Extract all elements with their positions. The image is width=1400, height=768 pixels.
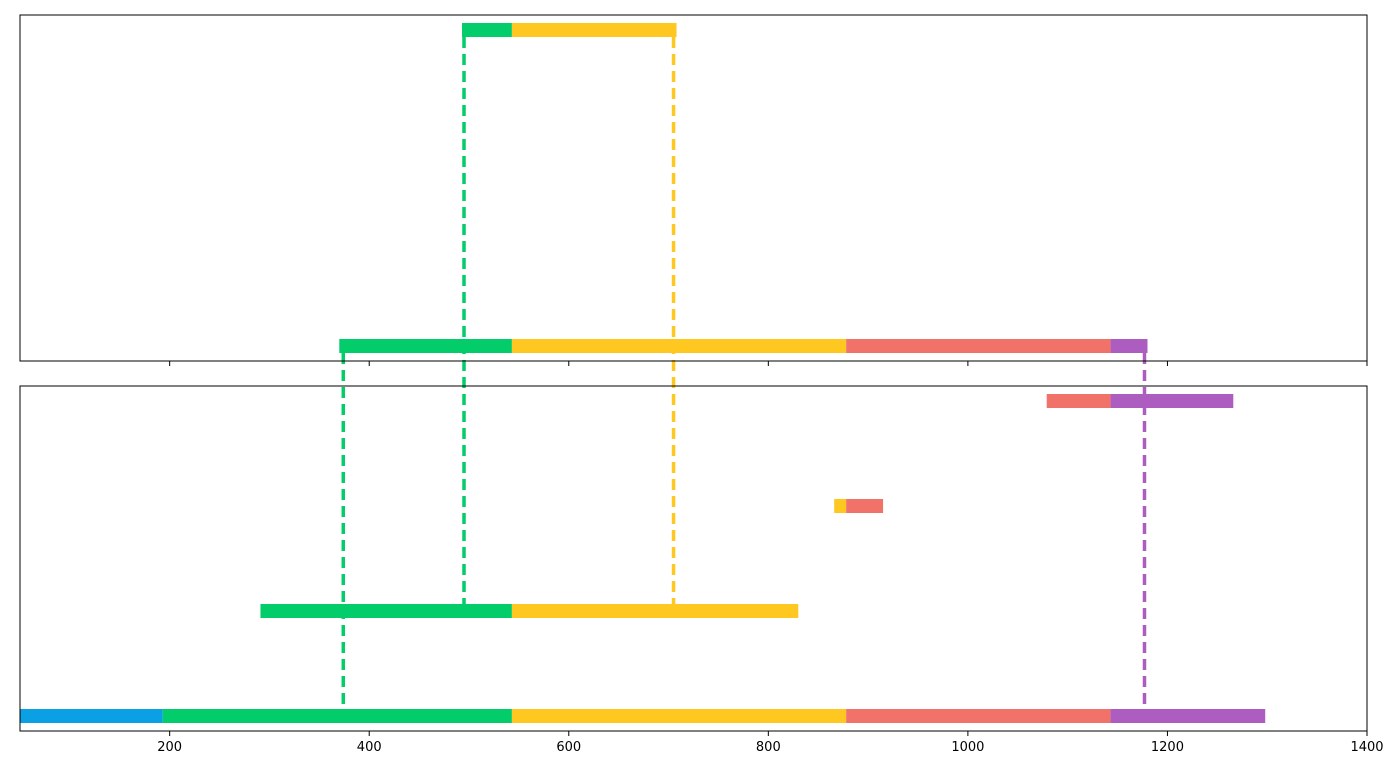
x-axis: 200 400 600 800 1000 1200 1400 bbox=[157, 361, 1384, 755]
segment-p2-r4-s4 bbox=[846, 709, 1111, 723]
x-tick-label-800: 800 bbox=[756, 740, 781, 755]
segments-layer bbox=[20, 23, 1266, 723]
segment-p1-r2-s2 bbox=[511, 339, 847, 353]
segment-p2-r4-s1 bbox=[20, 709, 163, 723]
segment-p1-r1-s2 bbox=[511, 23, 677, 37]
segment-p1-r2-s4 bbox=[1110, 339, 1148, 353]
segment-p1-r2-s1 bbox=[339, 339, 512, 353]
segment-p1-r1-s1 bbox=[462, 23, 512, 37]
segment-p1-r2-s3 bbox=[846, 339, 1111, 353]
x-tick-label-400: 400 bbox=[357, 740, 382, 755]
segment-p2-r4-s5 bbox=[1110, 709, 1266, 723]
segment-p2-r3-s1 bbox=[260, 604, 512, 618]
panel-frame-1 bbox=[19, 14, 1368, 362]
x-tick-label-1400: 1400 bbox=[1350, 740, 1383, 755]
segment-p2-r3-s2 bbox=[511, 604, 799, 618]
segment-p2-r4-s2 bbox=[162, 709, 512, 723]
x-tick-label-1000: 1000 bbox=[951, 740, 984, 755]
markers-layer bbox=[341, 37, 1147, 709]
segment-p2-r2-s2 bbox=[846, 499, 884, 513]
segment-p2-r4-s3 bbox=[511, 709, 847, 723]
x-tick-label-600: 600 bbox=[556, 740, 581, 755]
segment-p2-r2-s1 bbox=[834, 499, 847, 513]
panel-frame-2 bbox=[19, 385, 1368, 732]
x-tick-label-1200: 1200 bbox=[1151, 740, 1184, 755]
x-tick-label-200: 200 bbox=[157, 740, 182, 755]
frame-layer bbox=[19, 14, 1368, 732]
segment-p2-r1-s2 bbox=[1110, 394, 1234, 408]
segment-p2-r1-s1 bbox=[1046, 394, 1111, 408]
